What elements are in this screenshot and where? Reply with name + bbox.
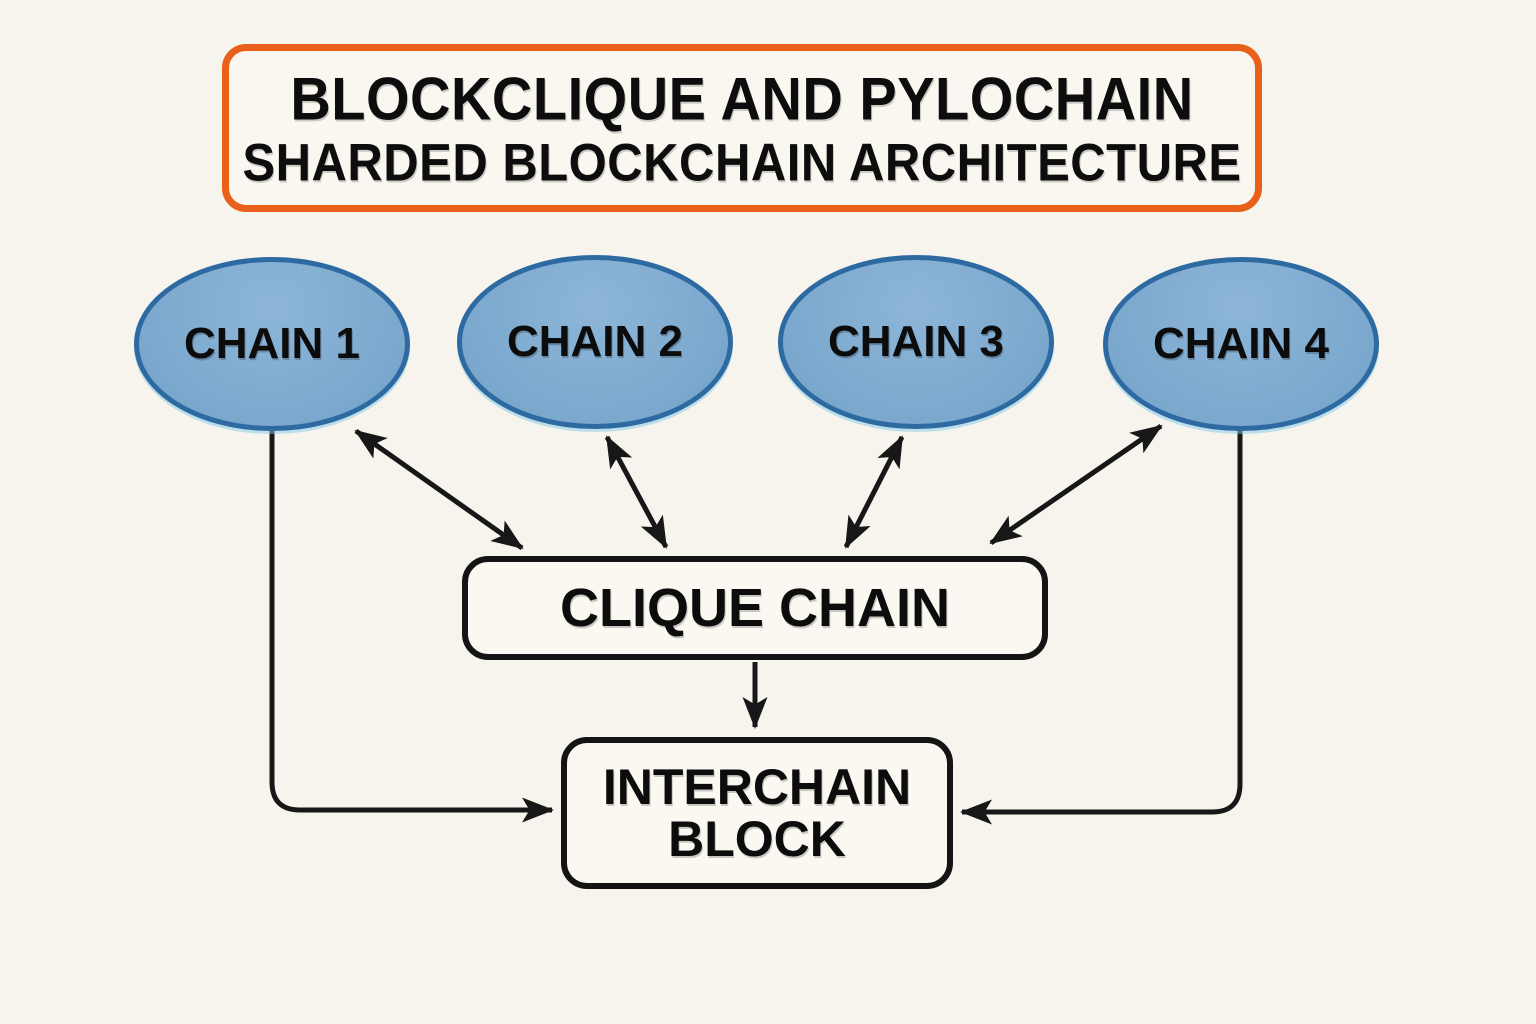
edge-chain3-cliquechain <box>843 435 905 549</box>
node-chain-1: CHAIN 1 <box>134 257 410 431</box>
chain-2-label: CHAIN 2 <box>506 317 684 366</box>
edge-chain2-cliquechain <box>604 435 669 549</box>
clique-chain-label: CLIQUE CHAIN <box>560 578 950 638</box>
edge-chain4-cliquechain <box>989 423 1163 546</box>
title-line1: BLOCKCLIQUE AND PYLOCHAIN <box>290 63 1194 133</box>
title-box: BLOCKCLIQUE AND PYLOCHAIN SHARDED BLOCKC… <box>222 44 1262 212</box>
interchain-block-label-line2: BLOCK <box>668 811 846 867</box>
chain-3-label: CHAIN 3 <box>827 317 1005 366</box>
chain-1-label: CHAIN 1 <box>183 319 361 368</box>
node-chain-3: CHAIN 3 <box>778 255 1054 429</box>
title-line2: SHARDED BLOCKCHAIN ARCHITECTURE <box>242 133 1242 192</box>
edge-chain1-cliquechain <box>354 428 524 551</box>
node-interchain-block: INTERCHAIN BLOCK <box>561 737 953 889</box>
node-chain-4: CHAIN 4 <box>1103 257 1379 431</box>
chain-4-label: CHAIN 4 <box>1152 319 1330 368</box>
node-chain-2: CHAIN 2 <box>457 255 733 429</box>
node-clique-chain: CLIQUE CHAIN <box>462 556 1048 660</box>
interchain-block-label-line1: INTERCHAIN <box>602 759 912 815</box>
